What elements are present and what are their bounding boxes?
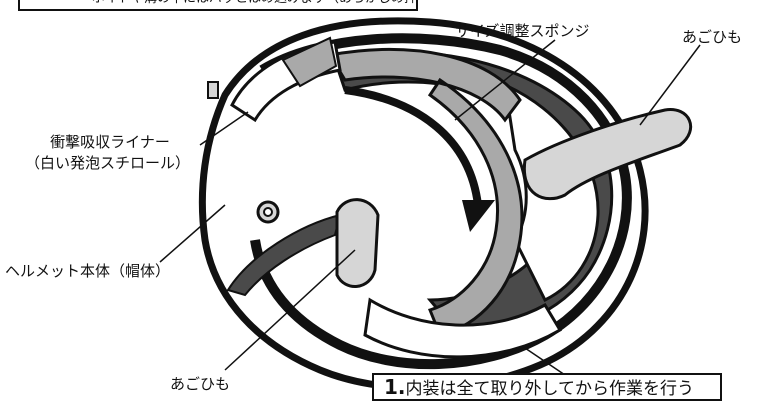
chin-strap-right: [522, 108, 693, 201]
label-liner-line1: 衝撃吸収ライナー: [50, 133, 170, 151]
label-chin-strap-bottom: あごひも: [170, 375, 231, 393]
helmet-rim: [250, 33, 632, 370]
leader-strap-bottom: [224, 249, 356, 371]
top-instruction-note: ボイドや溝の中にはバッとはめ込みます（あらかじめ押し付けます）: [18, 0, 418, 11]
label-sizing-sponge: サイズ調整スポンジ: [455, 22, 590, 40]
leader-shell: [159, 204, 226, 263]
leader-sponge: [454, 39, 556, 121]
rivet-inner: [263, 207, 273, 217]
sponge-left-piece: [281, 36, 338, 88]
label-chin-strap-right: あごひも: [682, 28, 743, 46]
label-liner-line2: （白い発泡スチロール）: [24, 154, 190, 172]
step-instruction-box: 1.内装は全て取り外してから作業を行う: [372, 373, 722, 401]
label-helmet-shell: ヘルメット本体（帽体）: [5, 262, 171, 280]
chin-strap-clip: [335, 198, 380, 288]
direction-arrow: [344, 86, 482, 206]
step-text: 内装は全て取り外してから作業を行う: [405, 379, 695, 399]
step-number: 1.: [384, 375, 406, 399]
leader-step: [524, 347, 566, 376]
liner-bottom: [363, 297, 563, 359]
vent-bump: [207, 81, 219, 99]
leader-strap-right: [639, 44, 701, 126]
arrow-head: [462, 200, 495, 232]
leader-liner: [199, 111, 249, 146]
